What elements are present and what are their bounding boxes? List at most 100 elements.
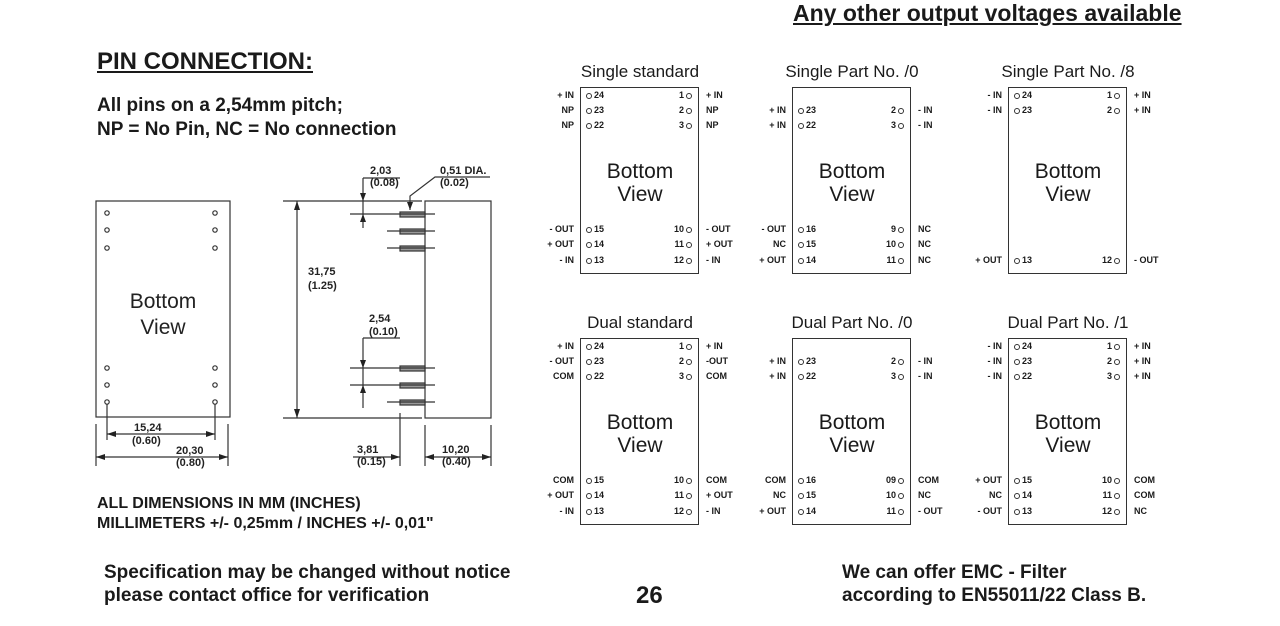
pin-hole-icon — [1114, 358, 1120, 365]
pin-function-label: - IN — [918, 356, 933, 366]
pin-number: 3 — [890, 120, 896, 130]
pin-hole-icon — [798, 508, 804, 515]
pin: 2 — [1107, 356, 1122, 367]
pin-hole-icon — [798, 226, 804, 233]
pin-hole-icon — [586, 122, 592, 129]
pin-function-label: NC — [1134, 506, 1147, 516]
pin-number: 23 — [1022, 105, 1033, 115]
pin-number: 23 — [1022, 356, 1033, 366]
pin-function-label: NC — [918, 239, 931, 249]
pin: 2 — [679, 105, 694, 116]
emc-note-line1: We can offer EMC - Filter — [842, 562, 1067, 583]
pin-hole-icon — [1014, 492, 1020, 499]
pin-number: 14 — [806, 506, 817, 516]
dim-width-mm: 20,30 — [176, 445, 204, 457]
pin-number: 11 — [1102, 490, 1112, 500]
bottom-view-label-line1: Bottom — [130, 290, 197, 313]
pin-function-label: COM — [553, 475, 574, 485]
pin: 16 — [796, 224, 816, 235]
pin-number: 23 — [594, 105, 605, 115]
pin-diagram-title: Single standard — [580, 62, 700, 81]
pin-function-label: + IN — [557, 341, 574, 351]
pin-hole-icon — [798, 358, 804, 365]
pin-number: 1 — [678, 90, 684, 100]
pin-number: 16 — [806, 224, 817, 234]
pin: 11 — [674, 490, 694, 501]
pin-function-label: - IN — [918, 120, 933, 130]
pin-number: 11 — [886, 506, 896, 516]
bottom-view-line2: View — [617, 434, 663, 457]
pin-hole-icon — [798, 492, 804, 499]
dim-height-in: (0.40) — [442, 456, 471, 468]
pin-connection-heading: PIN CONNECTION: — [97, 48, 313, 75]
output-voltages-heading: Any other output voltages available — [793, 0, 1182, 26]
pin-number: 10 — [885, 490, 896, 500]
pin-function-label: - IN — [706, 255, 721, 265]
pin: 3 — [679, 371, 694, 382]
dim-pin-dia-mm: 0,51 DIA. — [440, 165, 486, 177]
package-outline — [792, 338, 911, 525]
dim-pin-length-in: (0.08) — [370, 177, 399, 189]
pin-function-label: - IN — [918, 371, 933, 381]
pin-number: 12 — [1101, 506, 1112, 516]
pin: 2 — [679, 356, 694, 367]
pin-hole-icon — [798, 373, 804, 380]
pin: 3 — [891, 120, 906, 131]
pin-hole-icon — [798, 477, 804, 484]
pin-number: 23 — [594, 356, 605, 366]
pin-hole-icon — [586, 477, 592, 484]
pin: 15 — [584, 475, 604, 486]
pin-hole-icon — [1114, 107, 1120, 114]
pin-function-label: - IN — [987, 356, 1003, 366]
pin-function-label: - OUT — [549, 356, 575, 366]
pin-function-label: + OUT — [706, 239, 733, 249]
pin-number: 24 — [1022, 341, 1033, 351]
dim-length-in: (1.25) — [308, 280, 337, 292]
pin-hole-icon — [1014, 477, 1020, 484]
pin: 11 — [1102, 490, 1122, 501]
pin-number: 2 — [1106, 356, 1112, 366]
pin-hole-icon — [1014, 107, 1020, 114]
pin-function-label: - IN — [987, 90, 1003, 100]
pin-hole-icon — [1114, 373, 1120, 380]
pin-hole-icon — [686, 241, 692, 248]
pin-function-label: + IN — [1134, 105, 1151, 115]
dimension-arrows — [96, 193, 491, 460]
pin: 23 — [1012, 356, 1032, 367]
bottom-view-line2: View — [1045, 434, 1091, 457]
pin-number: 1 — [1106, 341, 1112, 351]
pin-function-label: + IN — [706, 341, 723, 351]
pin: 12 — [674, 255, 694, 266]
pin-hole-icon — [586, 241, 592, 248]
pin-function-label: - OUT — [549, 224, 575, 234]
pin-function-label: COM — [765, 475, 786, 485]
pin-hole-icon — [1014, 358, 1020, 365]
pin: 1 — [679, 90, 694, 101]
pin-number: 13 — [594, 255, 605, 265]
pin: 1 — [1107, 341, 1122, 352]
pin-hole-icon — [586, 257, 592, 264]
bottom-view-line2: View — [829, 434, 875, 457]
package-outline — [1008, 87, 1127, 274]
pin-function-label: - IN — [987, 105, 1003, 115]
pin-hole-icon — [686, 358, 692, 365]
pin: 14 — [1012, 490, 1032, 501]
pin: 1 — [679, 341, 694, 352]
pin-number: 22 — [594, 120, 605, 130]
pin-function-label: + IN — [1134, 356, 1151, 366]
pin-number: 24 — [1022, 90, 1033, 100]
dim-length-mm: 31,75 — [308, 266, 336, 278]
pin-number: 11 — [674, 490, 684, 500]
pin-number: 23 — [806, 105, 817, 115]
pin-hole-icon — [686, 92, 692, 99]
pin-number: 1 — [678, 341, 684, 351]
pin-function-label: NC — [918, 255, 931, 265]
pin-function-label: + IN — [1134, 341, 1151, 351]
pin-function-label: NP — [706, 120, 719, 130]
pin-function-label: + OUT — [706, 490, 733, 500]
pin-function-label: NP — [561, 120, 574, 130]
